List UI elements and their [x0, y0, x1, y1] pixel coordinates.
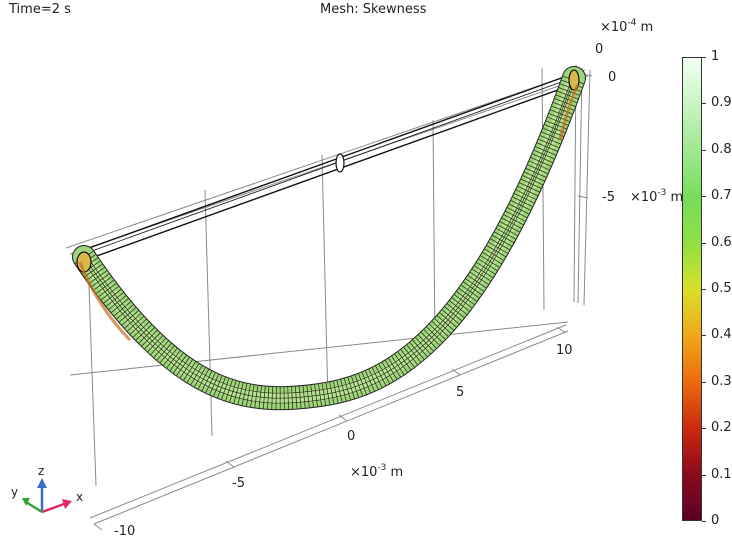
color-legend-tick-label: 0.4 [711, 327, 732, 343]
triad-z-label: z [38, 464, 45, 478]
color-legend-tick-mark [702, 474, 706, 476]
color-legend-bar [682, 57, 702, 521]
reference-tube [77, 71, 581, 263]
color-legend-tick-mark [702, 149, 706, 151]
triad-y-label: y [11, 485, 19, 499]
color-legend-tick-mark [702, 103, 706, 105]
color-legend-tick-label: 0.6 [711, 234, 732, 250]
color-legend-tick-mark [702, 521, 706, 522]
color-legend-tick-mark [702, 242, 706, 244]
color-legend-tick-mark [702, 289, 706, 290]
triad-x-label: x [76, 490, 84, 504]
color-legend-tick-mark [702, 57, 706, 58]
y-tick-label: 0 [608, 70, 617, 85]
color-legend-tick-label: 0.9 [711, 95, 732, 111]
color-legend-tick-label: 0.1 [711, 466, 732, 482]
color-legend-tick-mark [702, 381, 706, 383]
color-legend-tick-mark [702, 428, 706, 430]
y-tick-label: -5 [602, 190, 615, 205]
color-legend-tick-label: 0.7 [711, 188, 732, 204]
color-legend-tick-label: 0.2 [711, 420, 732, 436]
grid-box [65, 64, 593, 531]
z-tick-label: 0 [595, 42, 604, 57]
z-axis-unit: ×10-4 m [600, 18, 654, 35]
color-legend-tick-label: 0.8 [711, 141, 732, 157]
color-legend-tick-mark [702, 335, 706, 337]
x-tick-label: -5 [232, 476, 245, 491]
x-axis-unit: ×10-3 m [350, 463, 404, 480]
color-legend-tick-label: 0.5 [711, 281, 732, 296]
axis-triad [22, 478, 72, 514]
plot-title: Mesh: Skewness [320, 2, 427, 17]
color-legend-tick-label: 0 [711, 513, 720, 528]
x-tick-label: 0 [347, 429, 356, 444]
deformed-tube [72, 66, 586, 411]
x-tick-label: 10 [556, 343, 573, 358]
color-legend-tick-mark [702, 196, 706, 198]
time-label: Time=2 s [9, 2, 71, 17]
x-tick-label: 5 [456, 385, 465, 400]
x-tick-label: -10 [114, 524, 136, 539]
color-legend-tick-label: 0.3 [711, 373, 732, 389]
color-legend-tick-label: 1 [711, 49, 720, 64]
y-axis-unit: ×10-3 m [630, 188, 684, 205]
